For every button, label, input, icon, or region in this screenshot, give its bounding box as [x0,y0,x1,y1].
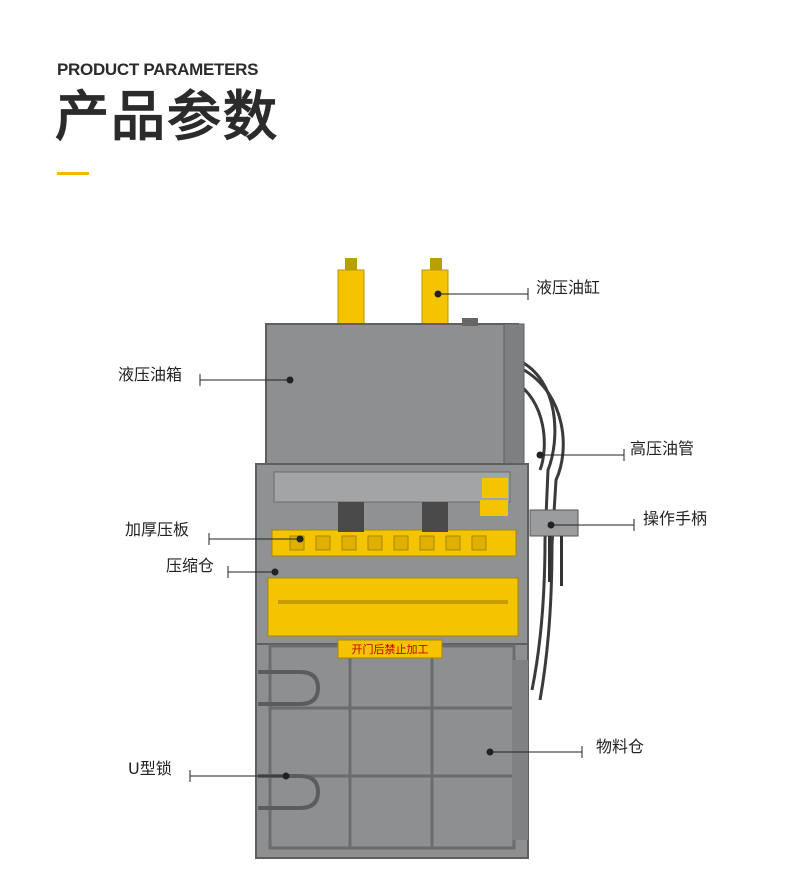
hydraulic-cylinders [337,258,449,326]
title-accent-bar [57,172,89,175]
door-warning-sign: 开门后禁止加工 [352,642,429,656]
callout-hydraulic-cylinder: 液压油缸 [536,278,601,297]
callout-operating-handle: 操作手柄 [643,509,708,528]
callout-high-pressure-hose: 高压油管 [630,439,695,458]
hydraulic-tank [265,323,519,465]
callout-thick-press-plate: 加厚压板 [125,520,190,539]
u-lock [258,670,321,810]
page-title: 产品参数 [55,85,279,148]
callout-compression-chamber: 压缩仓 [166,556,215,575]
leader-lines [189,288,635,782]
eyebrow-title: PRODUCT PARAMETERS [57,60,259,79]
callout-material-chamber: 物料仓 [596,737,645,756]
callout-hydraulic-tank: 液压油箱 [118,365,183,384]
material-chamber [255,643,529,859]
operating-handle [529,509,579,586]
compression-chamber [267,577,519,637]
callout-u-lock: U型锁 [128,759,172,778]
